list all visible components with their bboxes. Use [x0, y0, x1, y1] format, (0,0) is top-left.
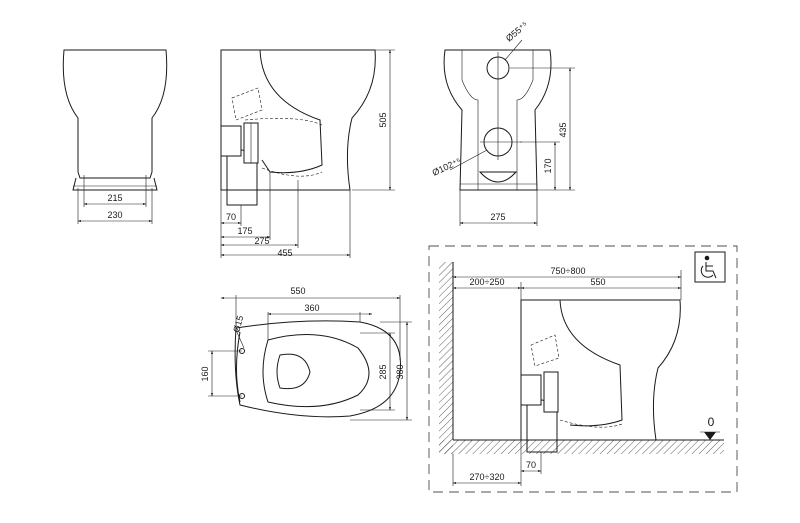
side-outlet-pipe [220, 125, 242, 157]
dim-label-435: 435 [558, 122, 568, 137]
wall-hatch [439, 262, 453, 454]
dim-label-d15: Ø15 [231, 314, 245, 333]
dim-label-285: 285 [378, 364, 388, 379]
dim-label-360: 360 [304, 303, 319, 313]
floor-level-label: 0 [708, 415, 715, 429]
installation-frame [428, 245, 738, 493]
dim-label-install-70: 70 [526, 460, 536, 470]
wheelchair-icon [700, 255, 717, 279]
floor-level-marker [704, 432, 716, 440]
dim-label-170: 170 [543, 158, 553, 173]
dim-label-380: 380 [395, 364, 405, 379]
dim-label-70: 70 [226, 212, 236, 222]
dim-label-200-250: 200÷250 [470, 277, 505, 287]
dim-label-505: 505 [378, 112, 388, 127]
front-view: 215 230 [62, 49, 168, 224]
top-drain-opening [276, 353, 311, 390]
front-foot [72, 177, 158, 191]
front-bowl-outline [62, 49, 168, 179]
top-view: Ø15 550 360 160 285 380 [200, 286, 412, 421]
dim-label-750-800: 750÷800 [551, 266, 586, 276]
side-inner-bowl [259, 49, 323, 174]
installation-view: 750÷800 200÷250 550 70 270÷320 0 [428, 245, 738, 493]
dim-label-rear-275: 275 [490, 212, 505, 222]
side-view: 505 70 175 275 455 [220, 49, 395, 258]
dim-label-230: 230 [107, 210, 122, 220]
dim-label-215: 215 [107, 193, 122, 203]
dim-label-160: 160 [200, 366, 210, 381]
dim-label-top-550: 550 [290, 286, 305, 296]
top-bowl-outline [234, 320, 401, 418]
side-bowl-outline [220, 49, 376, 191]
dim-label-install-550: 550 [590, 277, 605, 287]
rear-view: Ø55⁺⁵ Ø102⁺⁵ 435 170 275 [431, 19, 575, 226]
install-bowl-outline [520, 299, 681, 441]
rear-bowl-outline [443, 49, 552, 191]
dim-label-275: 275 [254, 236, 269, 246]
top-bowl-rim [262, 334, 370, 408]
floor-hatch [439, 440, 724, 454]
dim-label-175: 175 [237, 226, 252, 236]
dim-label-270-320: 270÷320 [470, 472, 505, 482]
dim-label-d55: Ø55⁺⁵ [504, 19, 530, 43]
dim-label-d102: Ø102⁺⁵ [431, 156, 463, 178]
dim-label-455: 455 [277, 248, 292, 258]
